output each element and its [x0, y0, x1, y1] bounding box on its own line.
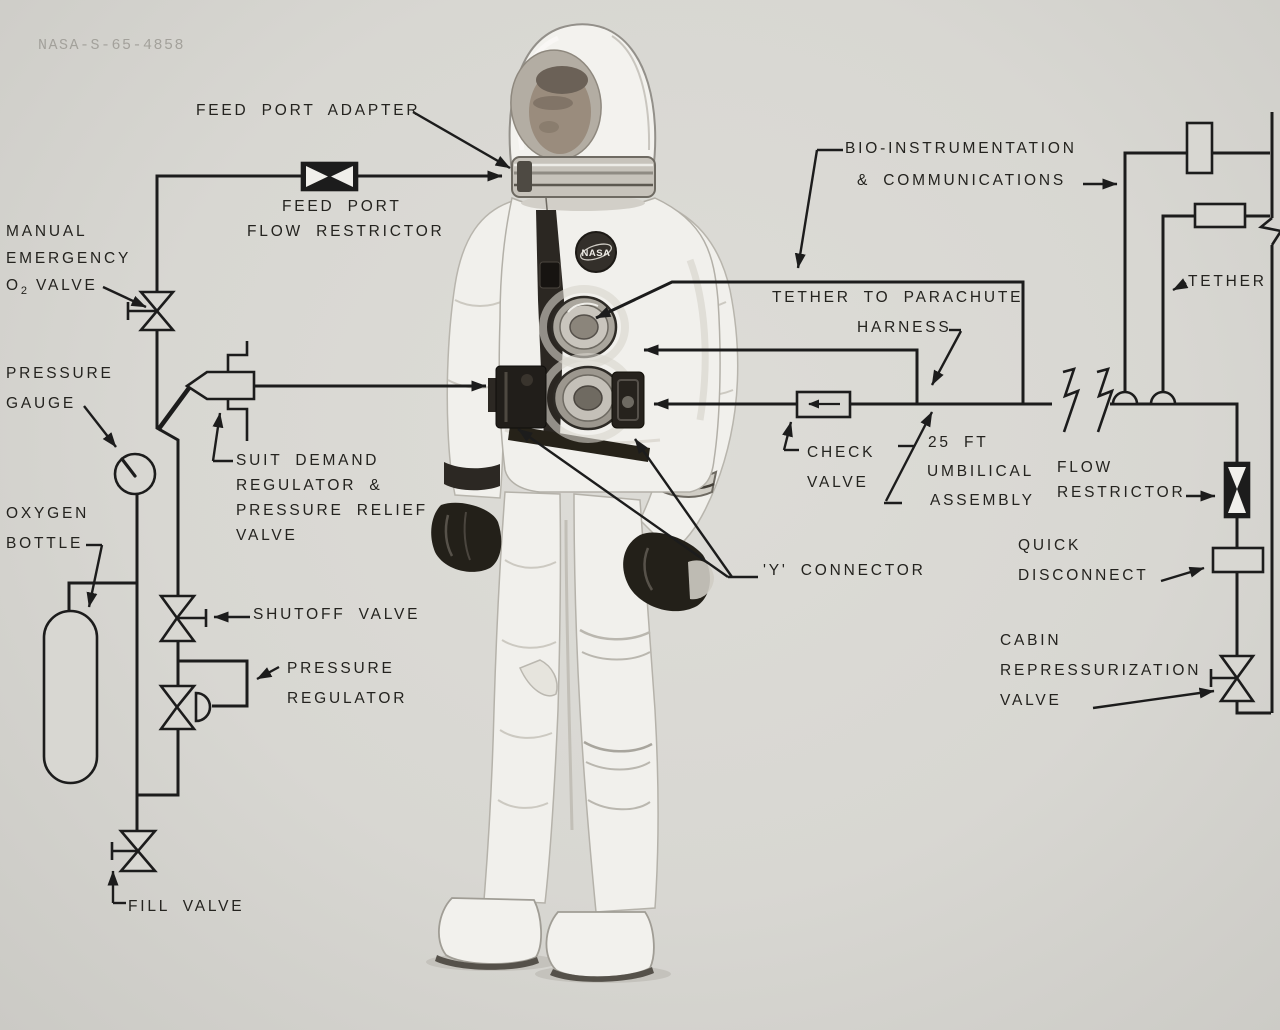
pipe-network — [67, 112, 1274, 832]
label-tether-parachute-line2: HARNESS — [857, 319, 952, 336]
label-feed-port-flow-restrictor-line1: FEED PORT — [282, 198, 402, 215]
label-feed-port-adapter: FEED PORT ADAPTER — [196, 102, 421, 119]
manual-o2-valve-symbol — [126, 290, 176, 332]
label-pressure-gauge-line1: PRESSURE — [6, 365, 114, 382]
bottle-neck-line — [67, 581, 137, 614]
label-umbilical-line1: 25 FT — [928, 434, 989, 451]
glove-right — [623, 532, 714, 612]
label-tether-parachute-line1: TETHER TO PARACHUTE — [772, 289, 1024, 306]
cabin-valve-arrow — [1092, 687, 1215, 710]
label-cabin-line2: REPRESSURIZATION — [1000, 662, 1202, 679]
label-pressure-gauge-line2: GAUGE — [6, 395, 76, 412]
label-umbilical-line3: ASSEMBLY — [930, 492, 1035, 509]
label-cabin-line3: VALVE — [1000, 692, 1062, 709]
oxygen-bottle-symbol — [42, 609, 99, 785]
quick-disconnect-symbol — [1211, 546, 1265, 574]
neck-ring — [511, 156, 656, 198]
harness-arrow — [930, 330, 963, 386]
glove-left — [431, 462, 502, 572]
label-cabin-line1: CABIN — [1000, 632, 1062, 649]
suit-flap — [518, 659, 558, 697]
umbilical-break-icon — [1062, 367, 1115, 433]
regulator-feed-diagonal — [156, 386, 191, 432]
quick-disconnect-arrow — [1160, 566, 1205, 583]
pressure-regulator-symbol — [158, 684, 212, 731]
chest-connector-lower — [539, 353, 645, 443]
line-break-icon — [1258, 216, 1280, 246]
check-valve-symbol — [795, 390, 852, 419]
tether-harness-line — [643, 344, 919, 404]
schematic-symbols — [42, 121, 1280, 873]
y-connector-arrow-2 — [634, 438, 733, 578]
leader-arrows — [83, 110, 1216, 905]
feed-port-flow-restrictor-symbol — [300, 161, 359, 192]
nasa-patch-text: NASA — [582, 248, 611, 259]
legs — [483, 491, 659, 913]
suit-demand-regulator-symbol — [184, 341, 256, 441]
feed-port-line — [155, 170, 503, 292]
oxygen-bottle-arrow — [86, 544, 104, 608]
photo-id: NASA-S-65-4858 — [38, 37, 186, 54]
neck-ring-latch — [517, 161, 532, 192]
label-suit-demand-line3: PRESSURE RELIEF — [236, 502, 428, 519]
waist-belt — [508, 425, 650, 462]
neck-shadow — [521, 195, 645, 211]
label-suit-demand-line2: REGULATOR & — [236, 477, 383, 494]
pressure-gauge-arrow — [83, 405, 117, 448]
label-check-valve-line1: CHECK — [807, 444, 876, 461]
boot-left — [435, 897, 542, 970]
flow-restrictor-symbol — [1223, 461, 1251, 519]
astronaut-photo: NASA — [426, 23, 739, 983]
label-manual-line1: MANUAL — [6, 223, 88, 240]
pressure-regulator-arrow — [256, 665, 280, 681]
label-y-connector: 'Y' CONNECTOR — [763, 562, 926, 579]
label-oxygen-bottle-line2: BOTTLE — [6, 535, 84, 552]
label-bio-line2: & COMMUNICATIONS — [857, 172, 1066, 189]
bio-comm-line — [595, 280, 1025, 404]
feed-port-adapter-arrow — [412, 110, 511, 170]
regulator-bypass-loop — [178, 659, 249, 708]
fill-valve-symbol — [110, 829, 158, 873]
cabin-repressurization-valve-symbol — [1209, 654, 1256, 703]
label-umbilical-line2: UMBILICAL — [927, 463, 1035, 480]
y-connector-arrow-1 — [517, 428, 729, 578]
label-pressure-regulator-line2: REGULATOR — [287, 690, 408, 707]
label-flow-restrictor-line1: FLOW — [1057, 459, 1113, 476]
label-bio-line1: BIO-INSTRUMENTATION — [845, 140, 1077, 157]
helmet — [508, 23, 657, 173]
label-manual-line2: EMERGENCY — [6, 250, 132, 267]
label-oxygen-bottle-line1: OXYGEN — [6, 505, 90, 522]
label-quick-disconnect-line1: QUICK — [1018, 537, 1082, 554]
label-pressure-regulator-line1: PRESSURE — [287, 660, 395, 677]
umbilical-arrow — [884, 411, 934, 502]
shutoff-valve-symbol — [158, 594, 208, 643]
o2-valve-arrow — [102, 285, 147, 309]
tether-connector-box — [1193, 202, 1247, 229]
label-suit-demand-line1: SUIT DEMAND — [236, 452, 380, 469]
label-flow-restrictor-line2: RESTRICTOR — [1057, 484, 1186, 501]
o2-supply-line — [155, 330, 180, 596]
bio-riser-line — [1123, 151, 1270, 392]
label-check-valve-line2: VALVE — [807, 474, 869, 491]
check-valve-arrow — [782, 421, 793, 451]
label-quick-disconnect-line2: DISCONNECT — [1018, 567, 1149, 584]
label-suit-demand-line4: VALVE — [236, 527, 298, 544]
boot-right — [545, 911, 655, 982]
waist-connector-block — [488, 365, 547, 429]
label-feed-port-flow-restrictor-line2: FLOW RESTRICTOR — [247, 223, 445, 240]
bio-connector-box — [1185, 121, 1214, 175]
tether-riser-line — [1161, 214, 1270, 392]
tether-arrow — [1172, 278, 1189, 292]
bio-comm-elbow-arrow — [794, 149, 819, 269]
suit-demand-arrow — [211, 412, 224, 462]
label-shutoff-valve: SHUTOFF VALVE — [253, 606, 421, 623]
tether-attachment-bumps — [1111, 390, 1177, 406]
label-fill-valve: FILL VALVE — [128, 898, 245, 915]
nasa-patch: NASA — [575, 231, 617, 273]
pressure-gauge-symbol — [113, 452, 157, 496]
label-tether: TETHER — [1188, 273, 1267, 290]
